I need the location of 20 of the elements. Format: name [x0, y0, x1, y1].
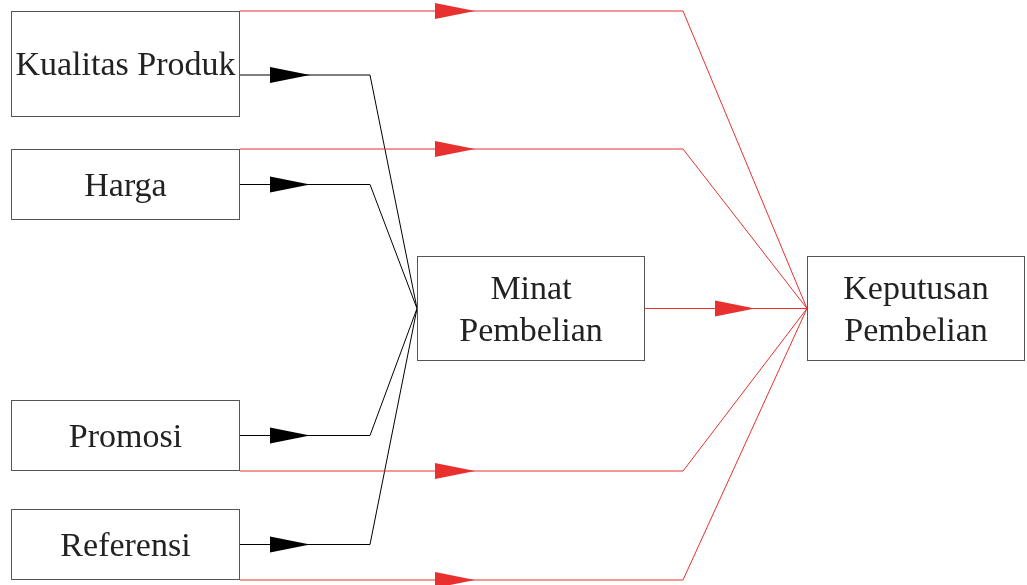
process-box: [417, 256, 645, 361]
arrow: [239, 3, 808, 309]
arrow: [239, 308, 808, 585]
box-label: Promosi: [68, 415, 183, 456]
arrow: [239, 176, 418, 309]
process-box: [11, 400, 240, 471]
arrow: [239, 141, 808, 309]
box-label: Referensi: [60, 524, 191, 565]
process-box: [11, 11, 240, 117]
box-label: Harga: [84, 164, 167, 205]
box-label: Minat Pembelian: [458, 267, 604, 350]
box-label: Keputusan Pembelian: [842, 267, 990, 350]
process-box: [11, 149, 240, 220]
process-box: [807, 256, 1025, 361]
box-label: Kualitas Produk: [15, 44, 236, 84]
arrow: [239, 308, 418, 553]
arrow: [239, 308, 808, 479]
process-box: [11, 509, 240, 580]
arrow: [644, 300, 808, 317]
arrow: [239, 308, 418, 444]
